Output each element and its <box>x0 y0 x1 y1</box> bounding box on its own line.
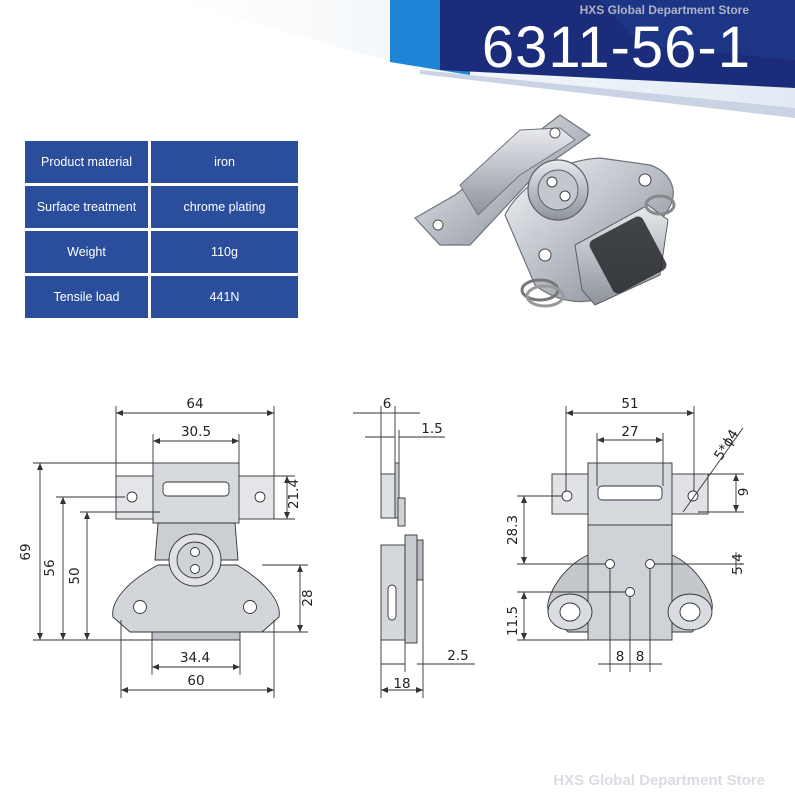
dim-front-69: 69 <box>18 543 34 560</box>
spec-row-material: Product material iron <box>25 141 298 183</box>
spec-value: 441N <box>151 276 298 318</box>
spec-label: Surface treatment <box>25 186 148 228</box>
spec-value: chrome plating <box>151 186 298 228</box>
dim-front-50: 50 <box>67 567 83 584</box>
dim-side-6: 6 <box>383 396 392 412</box>
spec-table: Product material iron Surface treatment … <box>25 141 298 321</box>
watermark-bottom: HXS Global Department Store <box>553 772 765 789</box>
dim-back-8a: 8 <box>616 649 625 665</box>
dim-back-11-5: 11.5 <box>505 606 521 636</box>
dim-back-9: 9 <box>736 488 752 497</box>
dim-front-64: 64 <box>186 396 203 412</box>
dim-front-21-4: 21.4 <box>286 479 302 509</box>
dim-back-holes: 5*ϕ4 <box>711 427 742 463</box>
dim-back-27: 27 <box>621 424 638 440</box>
spec-label: Weight <box>25 231 148 273</box>
dim-front-28: 28 <box>300 589 316 606</box>
dim-front-34-4: 34.4 <box>180 650 210 666</box>
dim-front-30-5: 30.5 <box>181 424 211 440</box>
dim-side-1-5: 1.5 <box>421 421 442 437</box>
header-banner <box>170 0 795 118</box>
dim-side-18: 18 <box>393 676 410 692</box>
dim-back-51: 51 <box>621 396 638 412</box>
dim-front-60: 60 <box>187 673 204 689</box>
dim-back-8b: 8 <box>636 649 645 665</box>
model-code: 6311-56-1 <box>481 15 751 80</box>
dim-side-2-5: 2.5 <box>447 648 468 664</box>
spec-row-surface: Surface treatment chrome plating <box>25 186 298 228</box>
dim-back-28-3: 28.3 <box>505 515 521 545</box>
dim-front-56: 56 <box>42 559 58 576</box>
watermark-top: HXS Global Department Store <box>579 3 749 17</box>
spec-value: iron <box>151 141 298 183</box>
spec-row-weight: Weight 110g <box>25 231 298 273</box>
dim-back-5-4: 5.4 <box>730 553 746 574</box>
spec-row-tensile: Tensile load 441N <box>25 276 298 318</box>
spec-label: Tensile load <box>25 276 148 318</box>
spec-label: Product material <box>25 141 148 183</box>
spec-value: 110g <box>151 231 298 273</box>
